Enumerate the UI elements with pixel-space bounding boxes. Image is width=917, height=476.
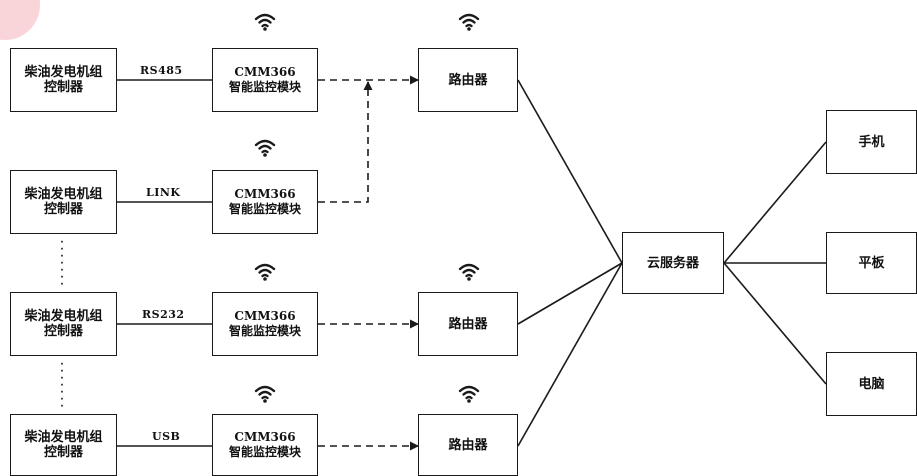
controller-box-4: 柴油发电机组 控制器 (10, 414, 117, 476)
cloud-server-box: 云服务器 (622, 232, 724, 294)
router-cloud-line-1 (517, 79, 623, 264)
module-model: CMM366 (234, 309, 296, 323)
controller-line2: 控制器 (43, 80, 83, 95)
module-model: CMM366 (234, 187, 296, 201)
controller-box-2: 柴油发电机组 控制器 (10, 170, 117, 234)
vertical-dots: ······· (60, 360, 64, 412)
link-label: RS232 (142, 308, 185, 321)
device-label: 手机 (858, 134, 885, 150)
router-box-1: 路由器 (418, 48, 518, 112)
wifi-icon (254, 263, 276, 281)
device-box-computer: 电脑 (826, 352, 917, 416)
wifi-icon (458, 13, 480, 31)
controller-line2: 控制器 (43, 324, 83, 339)
router-box-3: 路由器 (418, 414, 518, 476)
controller-box-1: 柴油发电机组 控制器 (10, 48, 117, 112)
cloud-device-line-1 (723, 141, 827, 264)
controller-line1: 柴油发电机组 (24, 309, 103, 324)
cloud-device-line-3 (723, 262, 827, 385)
wifi-icon (254, 13, 276, 31)
device-label: 电脑 (858, 376, 885, 392)
monitor-module-box-2: CMM366 智能监控模块 (212, 170, 318, 234)
router-label: 路由器 (448, 316, 488, 332)
monitor-module-box-3: CMM366 智能监控模块 (212, 292, 318, 356)
link-label: LINK (146, 186, 181, 199)
wireless-link-2 (318, 81, 373, 203)
controller-line1: 柴油发电机组 (24, 65, 103, 80)
wifi-icon (254, 139, 276, 157)
cloud-server-label: 云服务器 (646, 255, 699, 271)
module-name: 智能监控模块 (228, 324, 301, 338)
vertical-dots: ······· (60, 238, 64, 290)
wifi-icon (254, 385, 276, 403)
module-model: CMM366 (234, 65, 296, 79)
monitor-module-box-1: CMM366 智能监控模块 (212, 48, 318, 112)
controller-line1: 柴油发电机组 (24, 430, 103, 445)
router-cloud-line-3 (517, 262, 623, 447)
router-label: 路由器 (448, 72, 488, 88)
device-label: 平板 (858, 255, 885, 271)
module-name: 智能监控模块 (228, 445, 301, 459)
module-name: 智能监控模块 (228, 80, 301, 94)
link-label: USB (152, 430, 181, 443)
device-box-phone: 手机 (826, 110, 917, 174)
controller-line2: 控制器 (43, 202, 83, 217)
controller-box-3: 柴油发电机组 控制器 (10, 292, 117, 356)
wifi-icon (458, 263, 480, 281)
controller-line1: 柴油发电机组 (24, 187, 103, 202)
module-model: CMM366 (234, 430, 296, 444)
link-label: RS485 (140, 64, 183, 77)
module-name: 智能监控模块 (228, 202, 301, 216)
router-box-2: 路由器 (418, 292, 518, 356)
router-label: 路由器 (448, 437, 488, 453)
monitor-module-box-4: CMM366 智能监控模块 (212, 414, 318, 476)
router-cloud-line-2 (517, 262, 623, 325)
controller-line2: 控制器 (43, 445, 83, 460)
device-box-tablet: 平板 (826, 232, 917, 294)
wifi-icon (458, 385, 480, 403)
